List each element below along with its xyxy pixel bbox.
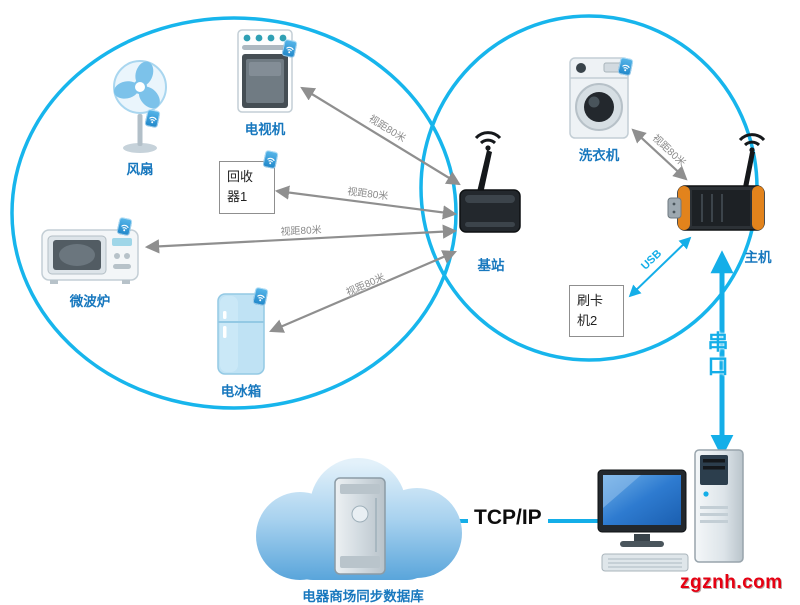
cloud-database-label: 电器商场同步数据库 — [302, 589, 424, 604]
node-host — [666, 128, 772, 234]
stove-label: 电视机 — [244, 122, 286, 137]
fridge-icon — [217, 293, 265, 375]
node-microwave: 微波炉 — [36, 216, 144, 310]
node-base-station: 基站 — [455, 126, 527, 274]
node-washer: 洗衣机 — [565, 56, 634, 164]
node-fridge: 电冰箱 — [212, 286, 270, 400]
wireless-tag-icon — [116, 216, 133, 237]
stove-icon — [237, 29, 293, 113]
node-cloud-database — [245, 448, 475, 588]
host-label: 主机 — [744, 250, 772, 265]
washer-icon — [569, 57, 629, 139]
washer-label: 洗衣机 — [578, 148, 620, 163]
wireless-tag-icon — [262, 149, 279, 170]
fan-label: 风扇 — [126, 162, 154, 177]
microwave-icon — [41, 229, 139, 284]
wireless-tag-icon — [144, 108, 161, 129]
edge-washer-host — [631, 128, 688, 181]
edge-recycler-base — [274, 185, 458, 220]
host-device-icon — [667, 133, 766, 231]
card-reader-label-line1: 刷卡 — [577, 293, 604, 308]
wireless-tag-icon — [617, 56, 634, 77]
node-stove: 电视机 — [233, 28, 298, 138]
wireless-tag-icon — [281, 38, 298, 59]
node-card-reader-box: 刷卡 机2 — [569, 285, 624, 337]
wireless-tag-icon — [252, 286, 269, 307]
tcpip-label: TCP/IP — [468, 505, 548, 531]
node-desktop-pc — [596, 468, 692, 578]
edge-microwave-base — [144, 224, 458, 254]
card-reader-label-line2: 机2 — [577, 312, 598, 328]
recycler-label-line1: 回收 — [227, 169, 254, 184]
edge-cardreader-host-usb — [628, 236, 692, 298]
desktop-monitor-icon — [597, 469, 689, 572]
cloud-icon — [256, 458, 462, 580]
node-computer-tower — [692, 448, 746, 566]
serial-port-label: 串口 — [705, 331, 728, 379]
server-tower-in-cloud — [334, 477, 386, 575]
fridge-label: 电冰箱 — [220, 384, 262, 399]
microwave-label: 微波炉 — [69, 294, 111, 309]
node-recycler-box: 回收 器1 — [219, 149, 279, 214]
fan-icon — [113, 60, 167, 153]
recycler-label-line2: 器1 — [227, 188, 248, 204]
base-station-icon — [459, 131, 521, 233]
edge-fridge-base — [269, 250, 457, 333]
base-station-label: 基站 — [477, 258, 505, 273]
edge-stove-base — [300, 86, 461, 186]
edge-label-los: 视距80米 — [280, 224, 322, 239]
node-fan: 风扇 — [102, 58, 178, 178]
watermark: zgznh.com — [680, 572, 783, 593]
computer-tower-icon — [694, 449, 744, 563]
